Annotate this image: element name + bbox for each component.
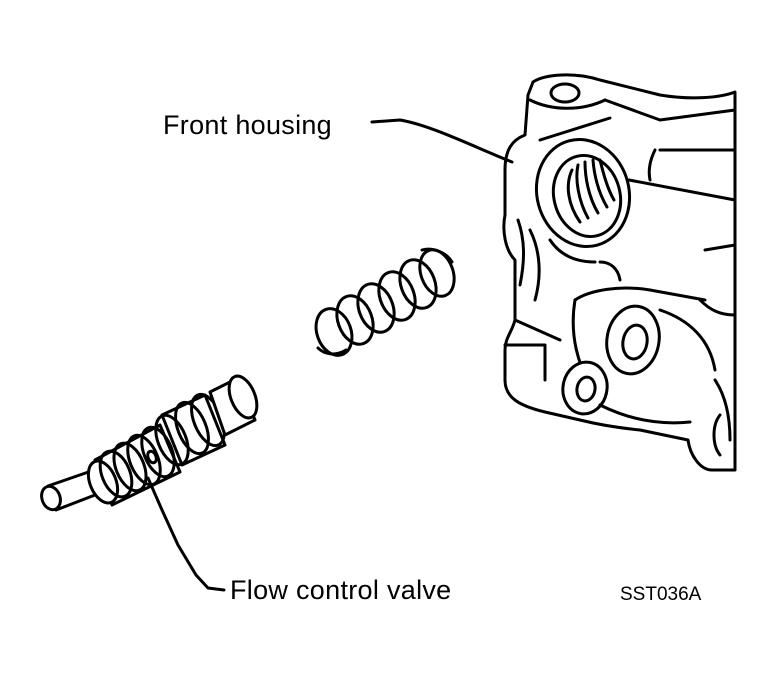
front-housing-label: Front housing	[163, 110, 332, 140]
front-housing	[502, 73, 737, 472]
flow-control-valve	[40, 374, 259, 512]
flow-valve-leader	[146, 476, 226, 592]
front-housing-leader	[370, 118, 514, 164]
figure-code: SST036A	[620, 584, 702, 605]
flow-control-valve-label: Flow control valve	[230, 575, 452, 605]
spring	[314, 247, 456, 357]
